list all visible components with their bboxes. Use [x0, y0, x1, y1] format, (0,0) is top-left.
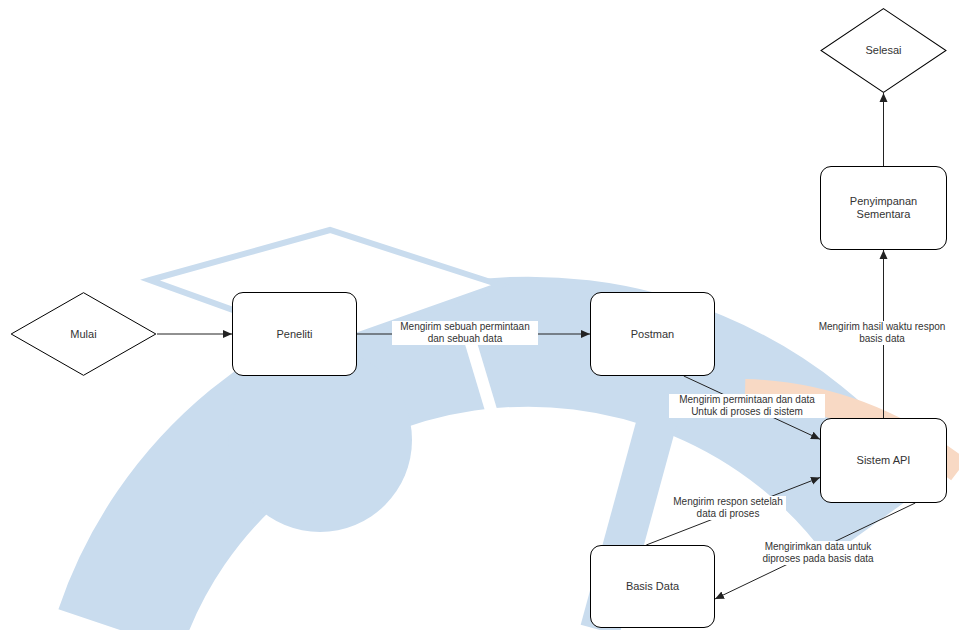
- node-text-group: Postman: [631, 328, 674, 341]
- edge-label: Mengirimkan data untuk diproses pada bas…: [752, 541, 884, 565]
- watermark-tassel: [470, 340, 500, 440]
- node-label: Postman: [631, 328, 674, 341]
- node-text-group: Mulai: [70, 328, 96, 341]
- process-box: Postman: [590, 292, 715, 376]
- node-label: Sistem API: [857, 454, 911, 467]
- start-diamond: Mulai: [10, 292, 157, 376]
- node-text-group: Sistem API: [857, 454, 911, 467]
- node-text-group: Selesai: [865, 44, 901, 57]
- flow-arrow: [883, 93, 884, 166]
- node-label: Selesai: [865, 44, 901, 57]
- edge-label: Mengirim permintaan dan data Untuk di pr…: [669, 394, 825, 418]
- flow-arrow: [157, 334, 232, 335]
- end-diamond: Selesai: [820, 8, 947, 93]
- node-text-group: Peneliti: [276, 328, 312, 341]
- node-label: Mulai: [70, 328, 96, 341]
- node-label: Basis Data: [626, 580, 679, 593]
- system-box: Sistem API: [820, 418, 947, 503]
- node-text-group: Basis Data: [626, 580, 679, 593]
- node-label: Peneliti: [276, 328, 312, 341]
- edge-label: Mengirim respon setelah data di proses: [670, 496, 786, 520]
- storage-box: Penyimpanan Sementara: [820, 166, 947, 250]
- node-text-group: Penyimpanan Sementara: [828, 195, 939, 221]
- database-box: Basis Data: [590, 545, 715, 628]
- flow-arrow: [646, 478, 820, 546]
- node-label: Penyimpanan Sementara: [828, 195, 939, 221]
- process-box: Peneliti: [232, 292, 357, 376]
- edge-label: Mengirim hasil waktu respon basis data: [809, 321, 955, 345]
- edge-label: Mengirim sebuah permintaan dan sebuah da…: [392, 321, 538, 345]
